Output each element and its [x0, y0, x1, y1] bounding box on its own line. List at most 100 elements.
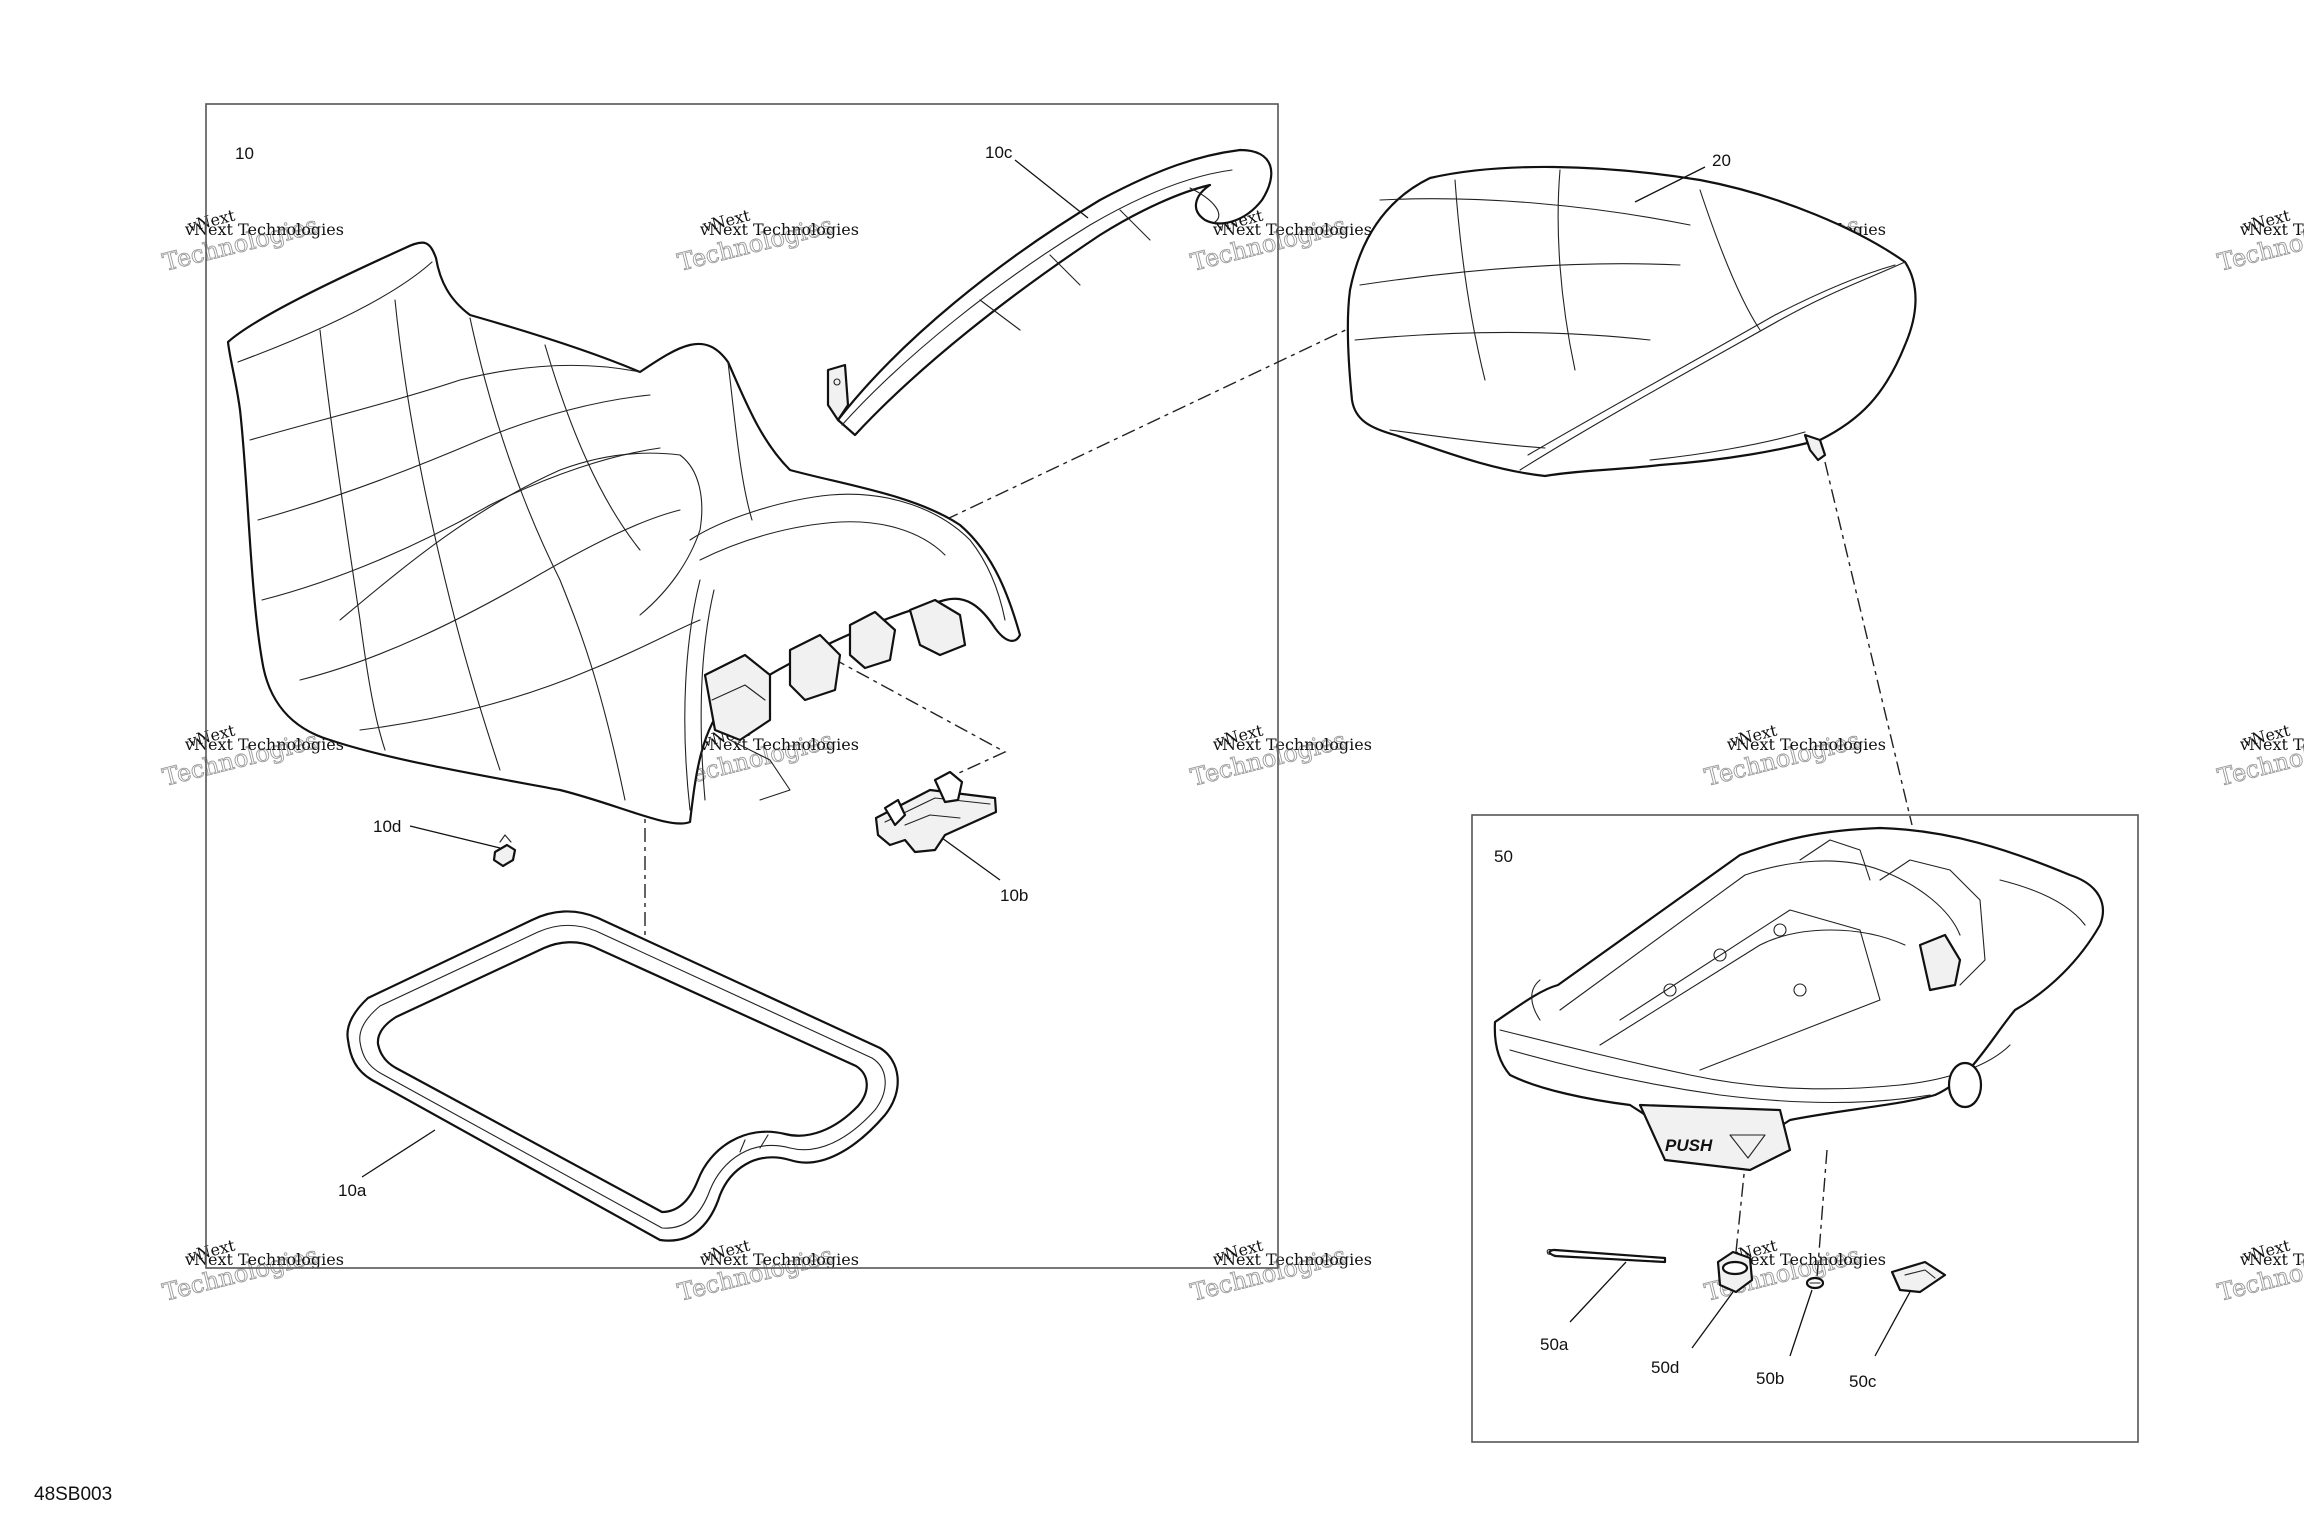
- watermark: Technologies vNext vNext Technologies: [1187, 1236, 1372, 1308]
- seat-latch-detail: [711, 684, 766, 701]
- latch-hook: [933, 770, 964, 804]
- leader-line: [1789, 1289, 1813, 1357]
- gasket-mid: [359, 924, 886, 1229]
- seat-rear-rim-inner: [699, 521, 946, 561]
- latch-body: [874, 788, 998, 854]
- seat-contour: [257, 394, 651, 521]
- leader-line: [1014, 159, 1089, 219]
- callout-50b: 50b: [1756, 1369, 1784, 1388]
- watermark: Technologies vNext vNext Technologies: [674, 1236, 859, 1308]
- seat-contour: [319, 329, 386, 751]
- strap-stitch: [979, 209, 1151, 331]
- leader-line: [1691, 1291, 1734, 1349]
- latch-part-10b: [874, 770, 998, 854]
- pin-body: [1548, 1248, 1667, 1264]
- seat-contour: [299, 509, 681, 681]
- watermark: Technologies vNext vNext Technologies: [674, 206, 859, 278]
- callout-labels: 10 10c 20 10d 10b 10a 50 50a 50d 50b 50c: [235, 143, 1877, 1391]
- strap-edge: [841, 169, 1233, 426]
- callout-50a: 50a: [1540, 1335, 1569, 1354]
- seat-clip-tab: [729, 739, 791, 801]
- clip-head: [499, 834, 512, 843]
- cover-bottom-edge: [1389, 429, 1546, 449]
- leader-line: [409, 825, 501, 849]
- cover-clip: [1803, 433, 1827, 462]
- bin-hole: [1793, 983, 1807, 997]
- seat-part-10: [226, 241, 1022, 825]
- seat-bracket: [848, 610, 897, 670]
- assembly-line: [831, 657, 1007, 779]
- seat-body: [226, 241, 1022, 825]
- callout-10a: 10a: [338, 1181, 367, 1200]
- watermark: Technologies vNext vNext Technologies: [2214, 721, 2304, 793]
- clip-part-10d: [492, 834, 517, 868]
- latch-detail: [904, 814, 961, 826]
- bin-latch-receiver: [1918, 933, 1962, 992]
- cover-contour: [1454, 179, 1486, 381]
- seat-bracket: [788, 633, 842, 702]
- bumper-part-50c: [1890, 1260, 1947, 1294]
- watermark: Technologies vNext vNext Technologies: [2214, 1236, 2304, 1308]
- bin-rear-wall: [1799, 839, 1871, 881]
- watermark-text: vNext Technologies: [2239, 735, 2304, 754]
- assembly-line: [1824, 461, 1913, 826]
- bin-body: [1493, 826, 2104, 1152]
- assembly-frame-10: [205, 103, 1279, 1269]
- watermark-text: vNext Technologies: [1212, 220, 1372, 239]
- callout-10c: 10c: [985, 143, 1013, 162]
- cover-contour: [1557, 169, 1576, 371]
- bin-hole: [1663, 983, 1677, 997]
- grommet-part-50d: [1716, 1250, 1754, 1294]
- bin-hole: [1713, 948, 1727, 962]
- assembly-line: [944, 326, 1353, 521]
- bin-hole: [1773, 923, 1787, 937]
- gasket-joint: [739, 1134, 769, 1153]
- seat-backrest-edge: [727, 361, 753, 521]
- assembly-line: [1816, 1149, 1828, 1279]
- clip-body: [492, 843, 517, 868]
- callout-50d: 50d: [1651, 1358, 1679, 1377]
- seat-edge-piping: [237, 261, 433, 363]
- watermark-text: vNext Technologies: [184, 735, 344, 754]
- strap-mount-hole: [833, 378, 841, 386]
- callout-10b: 10b: [1000, 886, 1028, 905]
- watermark: Technologies vNext vNext Technologies: [159, 1236, 344, 1308]
- bin-floor-plate: [1619, 909, 1881, 1071]
- leader-line: [361, 1129, 436, 1178]
- bin-rim-lower: [1509, 1049, 1931, 1104]
- pin-bend: [1546, 1248, 1561, 1257]
- watermark-text: vNext Technologies: [1726, 735, 1886, 754]
- seat-rear-face: [684, 579, 701, 811]
- gasket-inner: [376, 941, 868, 1214]
- bin-part-50: PUSH: [1493, 826, 2104, 1172]
- bin-floor-edge: [1559, 860, 1961, 1011]
- leader-line: [941, 837, 1001, 881]
- watermark-text: vNext Technologies: [1212, 1250, 1372, 1269]
- watermark: Technologies vNext vNext Technologies: [1187, 721, 1372, 793]
- seat-contour: [261, 447, 661, 601]
- watermark-text: vNext Technologies: [699, 1250, 859, 1269]
- seat-rear-face-inner: [700, 589, 715, 801]
- pin-part-50a: [1546, 1248, 1667, 1264]
- strap-body: [836, 148, 1273, 437]
- assembly-frame-50: [1471, 814, 2139, 1443]
- watermark: Technologies vNext vNext Technologies: [2214, 206, 2304, 278]
- watermark: Technologies vNext vNext Technologies: [159, 206, 344, 278]
- cover-contour: [1359, 263, 1681, 286]
- seat-bracket: [908, 598, 967, 657]
- bin-push-panel: [1638, 1103, 1792, 1172]
- cover-bottom-lip: [1649, 431, 1806, 461]
- watermark: Technologies vNext vNext Technologies: [1701, 721, 1886, 793]
- callout-10d: 10d: [373, 817, 401, 836]
- bumper-body: [1890, 1260, 1947, 1294]
- seat-contour: [249, 364, 641, 441]
- watermark-text: vNext Technologies: [184, 1250, 344, 1269]
- cover-edge-seam: [1527, 264, 1896, 456]
- callout-50: 50: [1494, 847, 1513, 866]
- bin-handle-loop: [1999, 879, 2086, 926]
- screw-part-50b: [1805, 1276, 1825, 1290]
- seat-contour: [469, 317, 626, 801]
- bumper-edge: [1904, 1269, 1936, 1279]
- gasket-part-10a: [346, 910, 899, 1242]
- leader-line: [1634, 166, 1706, 203]
